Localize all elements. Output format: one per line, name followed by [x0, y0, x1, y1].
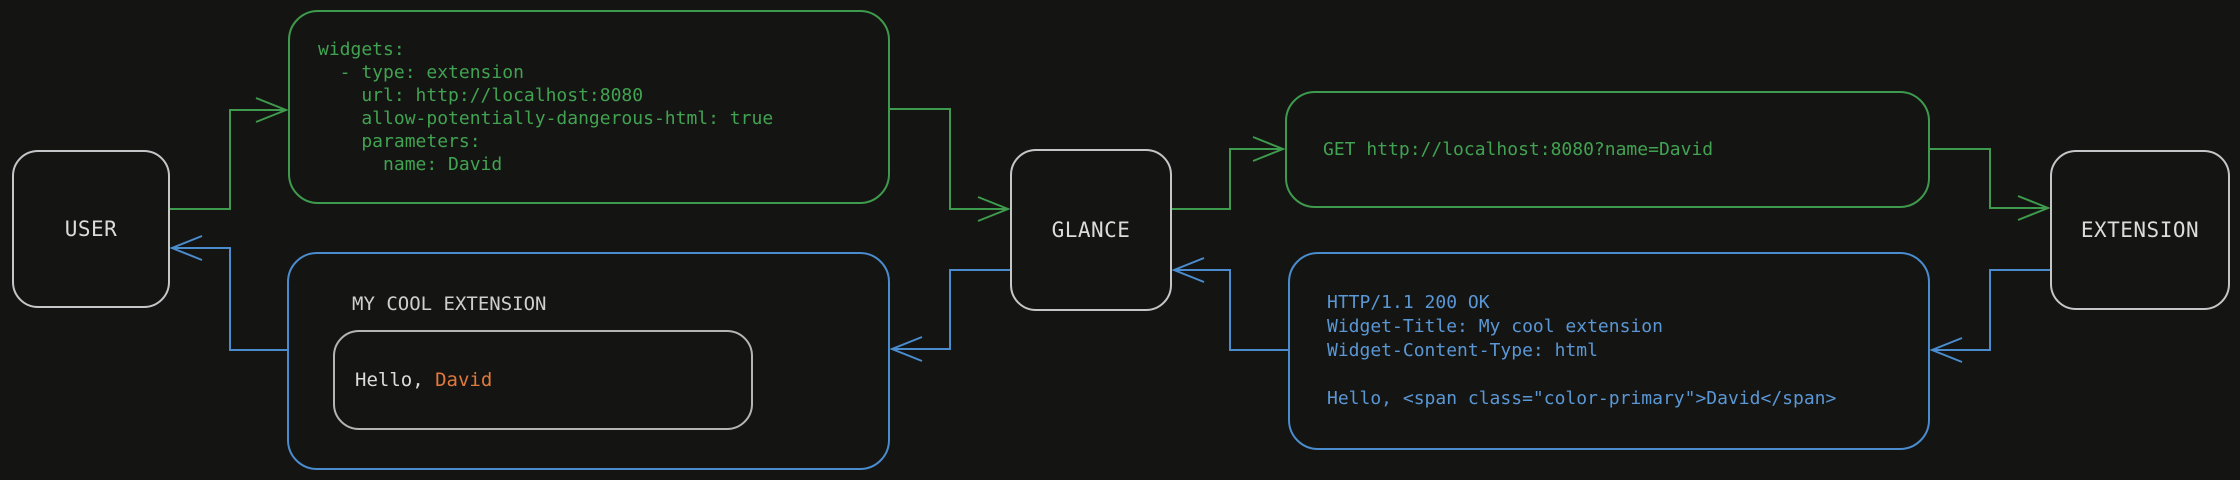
request-arrow-user-to-config: [170, 97, 289, 210]
response-arrow-response-to-glance: [1171, 257, 1288, 351]
response-arrow-widget-to-user: [169, 235, 287, 351]
greeting-prefix: Hello,: [355, 369, 436, 391]
http-response-code: HTTP/1.1 200 OK Widget-Title: My cool ex…: [1327, 292, 1837, 409]
http-request-box: GET http://localhost:8080?name=David: [1285, 91, 1930, 208]
yaml-config-box: widgets: - type: extension url: http://l…: [288, 10, 890, 204]
http-request-text: GET http://localhost:8080?name=David: [1323, 139, 1714, 160]
response-arrow-glance-to-widget: [889, 269, 1010, 362]
user-node-label: USER: [64, 217, 118, 241]
extension-node: EXTENSION: [2050, 150, 2230, 310]
hello-widget-text: Hello, David: [335, 369, 492, 391]
extension-node-label: EXTENSION: [2080, 218, 2200, 242]
yaml-config-code: widgets: - type: extension url: http://l…: [318, 39, 774, 175]
widget-preview-box: MY COOL EXTENSION Hello, David: [287, 252, 890, 470]
http-response-box: HTTP/1.1 200 OK Widget-Title: My cool ex…: [1288, 252, 1930, 450]
greeting-name: David: [435, 369, 493, 391]
glance-node: GLANCE: [1010, 149, 1172, 311]
request-arrow-config-to-glance: [890, 108, 1011, 222]
response-arrow-extension-to-response: [1929, 269, 2050, 363]
widget-preview-title: MY COOL EXTENSION: [352, 293, 547, 315]
request-arrow-glance-to-get: [1172, 136, 1286, 210]
hello-widget: Hello, David: [333, 330, 753, 430]
request-arrow-get-to-extension: [1930, 148, 2051, 221]
user-node: USER: [12, 150, 170, 308]
glance-node-label: GLANCE: [1051, 218, 1131, 242]
